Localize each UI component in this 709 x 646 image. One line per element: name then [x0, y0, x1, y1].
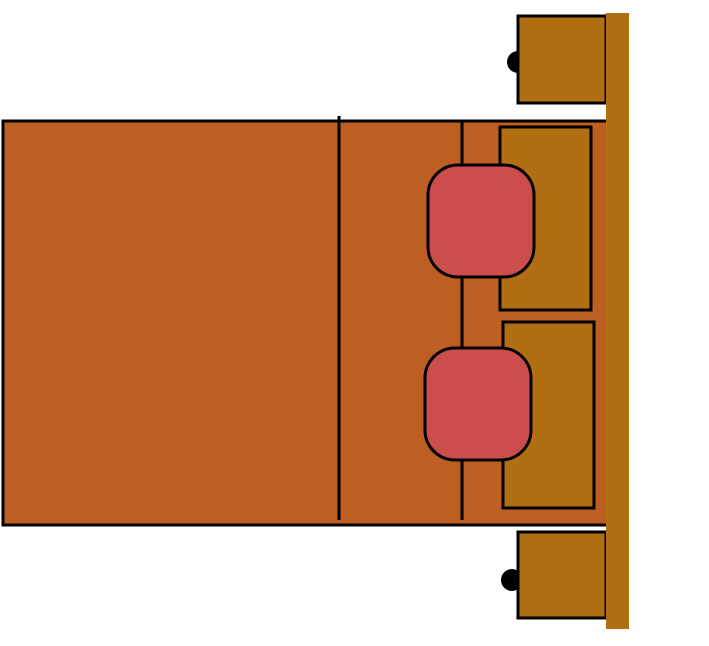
- nightstand-top: [507, 14, 608, 105]
- pillow-icon: [426, 163, 536, 279]
- bed-icon: [1, 116, 610, 527]
- nightstand-icon: [516, 14, 608, 105]
- pillow-icon: [423, 346, 533, 462]
- nightstand-bottom: [501, 530, 608, 620]
- nightstand-icon: [516, 530, 608, 620]
- headboard: [606, 13, 629, 629]
